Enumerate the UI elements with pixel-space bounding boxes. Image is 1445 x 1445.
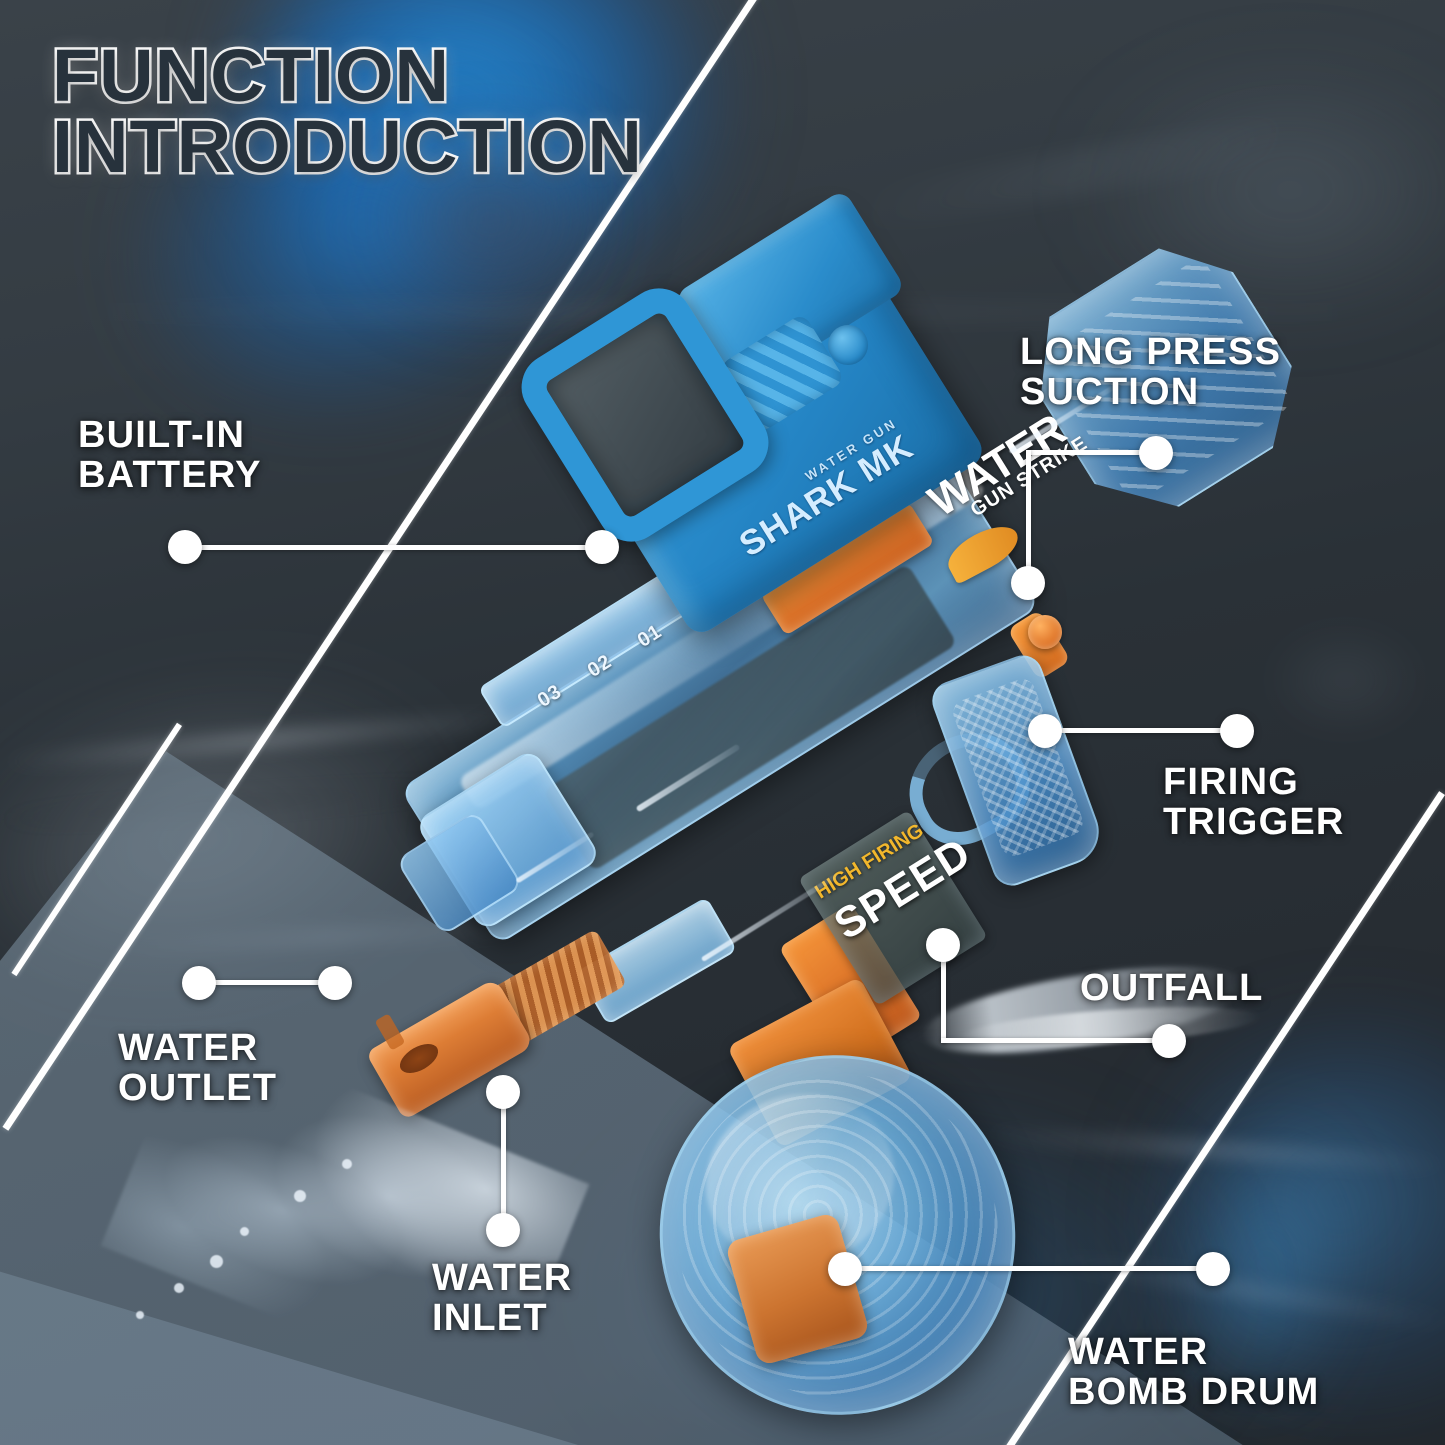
background-streak [1260, 620, 1430, 740]
water-droplet [174, 1283, 184, 1293]
callout-label-water-inlet: WATER INLET [432, 1257, 573, 1340]
callout-leader-water-bomb-drum [852, 1266, 1217, 1271]
callout-leader-water-inlet [501, 1092, 506, 1230]
callout-leader-firing-trigger [1050, 728, 1240, 733]
callout-dot-long-press-suction-label[interactable] [1139, 436, 1173, 470]
callout-dot-water-outlet-label[interactable] [182, 966, 216, 1000]
callout-label-outfall: OUTFALL [1080, 967, 1264, 1009]
callout-dot-firing-trigger-label[interactable] [1220, 714, 1254, 748]
callout-dot-long-press-suction-target[interactable] [1011, 566, 1045, 600]
callout-leader-long-press-suction-h [1026, 450, 1161, 455]
callout-leader-outfall-v [941, 945, 946, 1043]
water-droplet [136, 1311, 144, 1319]
gun-scope-dial [828, 325, 868, 365]
callout-label-water-outlet: WATER OUTLET [118, 1027, 278, 1110]
water-droplet [210, 1255, 223, 1268]
water-droplet [240, 1227, 249, 1236]
callout-label-built-in-battery: BUILT-IN BATTERY [78, 414, 262, 497]
callout-dot-water-bomb-drum-target[interactable] [828, 1252, 862, 1286]
callout-dot-water-outlet-target[interactable] [318, 966, 352, 1000]
callout-dot-outfall-label[interactable] [1152, 1024, 1186, 1058]
callout-label-water-bomb-drum: WATER BOMB DRUM [1068, 1331, 1320, 1414]
callout-dot-water-inlet-target[interactable] [486, 1075, 520, 1109]
water-droplet [294, 1190, 306, 1202]
water-gun-product-image: 03 02 01 WATER GUN SHARK MK [100, 188, 1260, 1445]
callout-label-firing-trigger: FIRING TRIGGER [1163, 761, 1345, 844]
callout-dot-firing-trigger-target[interactable] [1028, 714, 1062, 748]
page-title: FUNCTION INTRODUCTION [49, 34, 888, 189]
callout-dot-built-in-battery-label[interactable] [168, 530, 202, 564]
page-title-line-2: INTRODUCTION [49, 105, 644, 189]
callout-dot-built-in-battery-target[interactable] [585, 530, 619, 564]
callout-dot-water-inlet-label[interactable] [486, 1213, 520, 1247]
callout-leader-long-press-suction-v [1026, 450, 1031, 585]
callout-leader-water-outlet [205, 980, 335, 985]
callout-dot-water-bomb-drum-label[interactable] [1196, 1252, 1230, 1286]
callout-dot-outfall-target[interactable] [926, 928, 960, 962]
background-blur-warm [360, 130, 620, 310]
callout-leader-outfall-h [941, 1038, 1166, 1043]
page-title-line-1: FUNCTION [49, 34, 451, 117]
callout-label-long-press-suction: LONG PRESS SUCTION [1020, 331, 1282, 414]
gun-mode-button [1028, 615, 1062, 649]
callout-leader-built-in-battery [195, 545, 605, 550]
water-droplet [342, 1159, 352, 1169]
